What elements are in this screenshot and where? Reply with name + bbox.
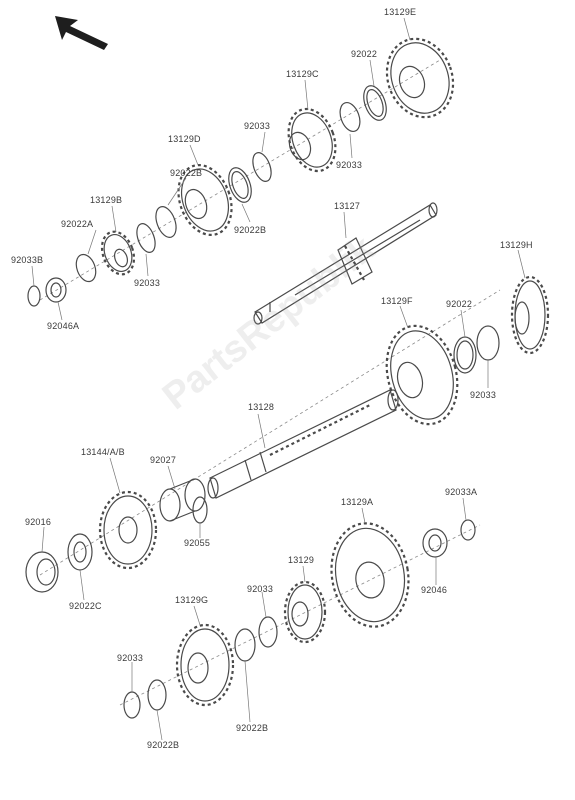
- label-92016: 92016: [25, 517, 52, 527]
- label-92033: 92033: [470, 390, 497, 400]
- snap-ring-92033B: [27, 285, 41, 307]
- label-13129A: 13129A: [341, 497, 374, 507]
- label-13129C: 13129C: [286, 69, 319, 79]
- gear-13129G: [175, 623, 235, 707]
- gear-13129B: [100, 230, 136, 276]
- snap-ring-92033-f: [123, 691, 141, 719]
- label-13127: 13127: [334, 201, 361, 211]
- label-92033: 92033: [117, 653, 144, 663]
- label-92033: 92033: [247, 584, 274, 594]
- label-13129D: 13129D: [168, 134, 201, 144]
- label-92022B: 92022B: [147, 740, 180, 750]
- label-13129E: 13129E: [384, 7, 417, 17]
- snap-ring-92033-a: [339, 101, 361, 133]
- gear-13129F: [385, 324, 459, 426]
- shaft-13127: [253, 202, 438, 325]
- gear-13129H: [510, 275, 550, 355]
- bushing-92027: [159, 478, 206, 522]
- label-92033A: 92033A: [445, 487, 478, 497]
- gear-13129D: [177, 164, 233, 236]
- washer-92022B-b: [155, 206, 177, 238]
- snap-ring-92033A: [460, 519, 476, 541]
- label-13129: 13129: [288, 555, 315, 565]
- label-13129G: 13129G: [175, 595, 209, 605]
- label-92046: 92046: [421, 585, 448, 595]
- washer-92022B-a: [228, 167, 252, 203]
- o-ring-92055: [192, 496, 208, 524]
- gear-13129E: [385, 37, 455, 119]
- label-13129B: 13129B: [90, 195, 123, 205]
- label-92033B: 92033B: [11, 255, 44, 265]
- bearing-92046: [422, 528, 448, 558]
- label-92022B: 92022B: [236, 723, 269, 733]
- label-92033: 92033: [244, 121, 271, 131]
- washer-92022B-c: [234, 628, 256, 662]
- washer-92022C: [67, 533, 93, 571]
- shaft-13128: [207, 389, 399, 499]
- label-13129F: 13129F: [381, 296, 413, 306]
- washer-92022-top: [363, 85, 387, 121]
- label-92033: 92033: [134, 278, 161, 288]
- label-92022: 92022: [351, 49, 378, 59]
- snap-ring-92033-d: [476, 325, 500, 361]
- label-92055: 92055: [184, 538, 211, 548]
- label-92033: 92033: [336, 160, 363, 170]
- snap-ring-92033-b: [252, 152, 272, 182]
- label-92046A: 92046A: [47, 321, 80, 331]
- washer-92022A: [75, 253, 97, 283]
- label-92022: 92022: [446, 299, 473, 309]
- label-92027: 92027: [150, 455, 177, 465]
- seal-92016: [25, 551, 59, 593]
- label-13129H: 13129H: [500, 240, 533, 250]
- label-92022A: 92022A: [61, 219, 94, 229]
- gear-13129C: [287, 107, 337, 173]
- washer-92022B-d: [147, 679, 167, 711]
- direction-arrow-icon: [55, 16, 108, 50]
- snap-ring-92033-e: [258, 616, 278, 648]
- label-13128: 13128: [248, 402, 275, 412]
- label-92022B: 92022B: [170, 168, 203, 178]
- gear-13129A: [330, 522, 410, 628]
- bearing-92046A: [45, 277, 67, 303]
- sprocket-13144AB: [98, 490, 158, 570]
- snap-ring-92033-c: [136, 223, 156, 253]
- label-13144AB: 13144/A/B: [81, 447, 125, 457]
- label-92022C: 92022C: [69, 601, 102, 611]
- gear-13129: [283, 580, 327, 644]
- label-92022B: 92022B: [234, 225, 267, 235]
